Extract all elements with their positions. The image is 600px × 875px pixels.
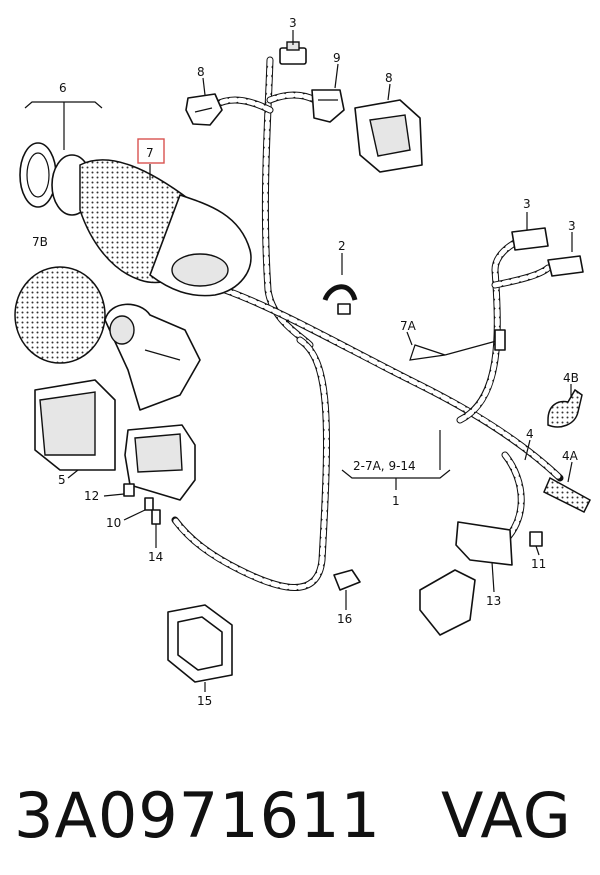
label-6: 6: [59, 81, 67, 95]
label-13: 13: [486, 594, 501, 608]
label-3-right-a: 3: [523, 197, 531, 211]
window-motor: [104, 303, 201, 411]
part-caption: 3A0971611 VAG: [14, 766, 594, 866]
label-8-left: 8: [197, 65, 205, 79]
callout-labels: 3 8 9 8 6 7 7B 3 3 2 7A 4B 4 4A 5 2-7A, …: [32, 16, 579, 708]
boot-7: [79, 159, 252, 297]
label-12: 12: [84, 489, 99, 503]
label-2-7a-9-14: 2-7A, 9-14: [353, 459, 416, 473]
label-7a: 7A: [400, 319, 417, 333]
leader-lines: [63, 30, 573, 692]
label-14: 14: [148, 550, 163, 564]
brand-name: VAG: [440, 779, 572, 852]
part-number: 3A0971611: [14, 779, 381, 852]
label-9: 9: [333, 51, 341, 65]
connector-3-right-a: [511, 227, 549, 251]
sleeve-4a: [543, 476, 591, 514]
label-11: 11: [531, 557, 546, 571]
label-7: 7: [146, 146, 154, 160]
label-7b: 7B: [32, 235, 48, 249]
label-10: 10: [106, 516, 121, 530]
bracket-5: [34, 379, 116, 471]
label-8-right: 8: [385, 71, 393, 85]
connector-8-left: [185, 93, 223, 126]
label-3-top: 3: [289, 16, 297, 30]
label-4b: 4B: [563, 371, 579, 385]
label-4: 4: [526, 427, 534, 441]
clip-7a: [409, 329, 506, 361]
highlight-box-7: [137, 138, 165, 164]
callout-bracket-1: [341, 430, 451, 490]
cable-tie-2: [322, 284, 358, 315]
hose-4b: [547, 388, 583, 428]
wiring-harness-diagram: 3 8 9 8 6 7 7B 3 3 2 7A 4B 4 4A 5 2-7A, …: [14, 16, 591, 708]
connector-block: [123, 424, 196, 525]
label-4a: 4A: [562, 449, 579, 463]
connector-3-right-b: [547, 255, 584, 277]
clip-16: [333, 569, 361, 591]
seal-7b: [14, 266, 106, 364]
connector-13: [419, 521, 513, 636]
label-1: 1: [392, 494, 400, 508]
plug-11: [529, 531, 543, 547]
label-5: 5: [58, 473, 66, 487]
label-2: 2: [338, 239, 346, 253]
label-16: 16: [337, 612, 352, 626]
connector-9: [311, 89, 345, 123]
frame-15: [167, 604, 233, 683]
connector-3-top: [279, 41, 307, 65]
label-15: 15: [197, 694, 212, 708]
connector-8-right: [354, 99, 423, 173]
label-3-right-b: 3: [568, 219, 576, 233]
